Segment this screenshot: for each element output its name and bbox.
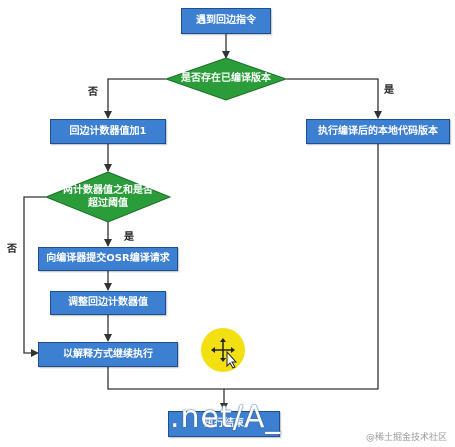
execute-native-node: 执行编译后的本地代码版本 [306,119,450,144]
edge-interpret-to-end [107,366,228,411]
adjust-counter-node: 调整回边计数器值 [50,291,166,315]
label-no-left: 否 [88,87,98,98]
edge-native-to-end [224,144,379,390]
submit-osr-node: 向编译器提交OSR编译请求 [38,247,178,271]
edge-decision-no [104,78,166,119]
decision-compiled-shape [164,57,288,101]
label-no-far-left: 否 [7,244,17,255]
decision-compiled-label: 是否存在已编译版本 [181,73,271,84]
decision-threshold-line2: 超过阈值 [88,197,128,209]
label-yes-down: 是 [124,232,134,243]
decision-threshold-label: 两计数器值之和是否 超过阈值 [52,185,164,210]
edge-decision-yes [286,78,382,119]
overlay-text: .net/A_ [170,400,282,435]
cursor-highlight [201,328,245,372]
increment-counter-node: 回边计数器值加1 [50,119,166,144]
decision-threshold-line1: 两计数器值之和是否 [63,185,153,196]
label-yes-right: 是 [384,85,394,96]
interpret-node: 以解释方式继续执行 [38,342,178,367]
watermark: @稀土掘金技术社区 [365,433,447,443]
start-node: 遇到回边指令 [181,8,271,34]
end-node: 执行结束 [168,411,280,437]
move-cursor-icon [211,338,238,369]
edge-threshold-no [23,196,46,357]
decision-threshold-shape [44,171,172,223]
